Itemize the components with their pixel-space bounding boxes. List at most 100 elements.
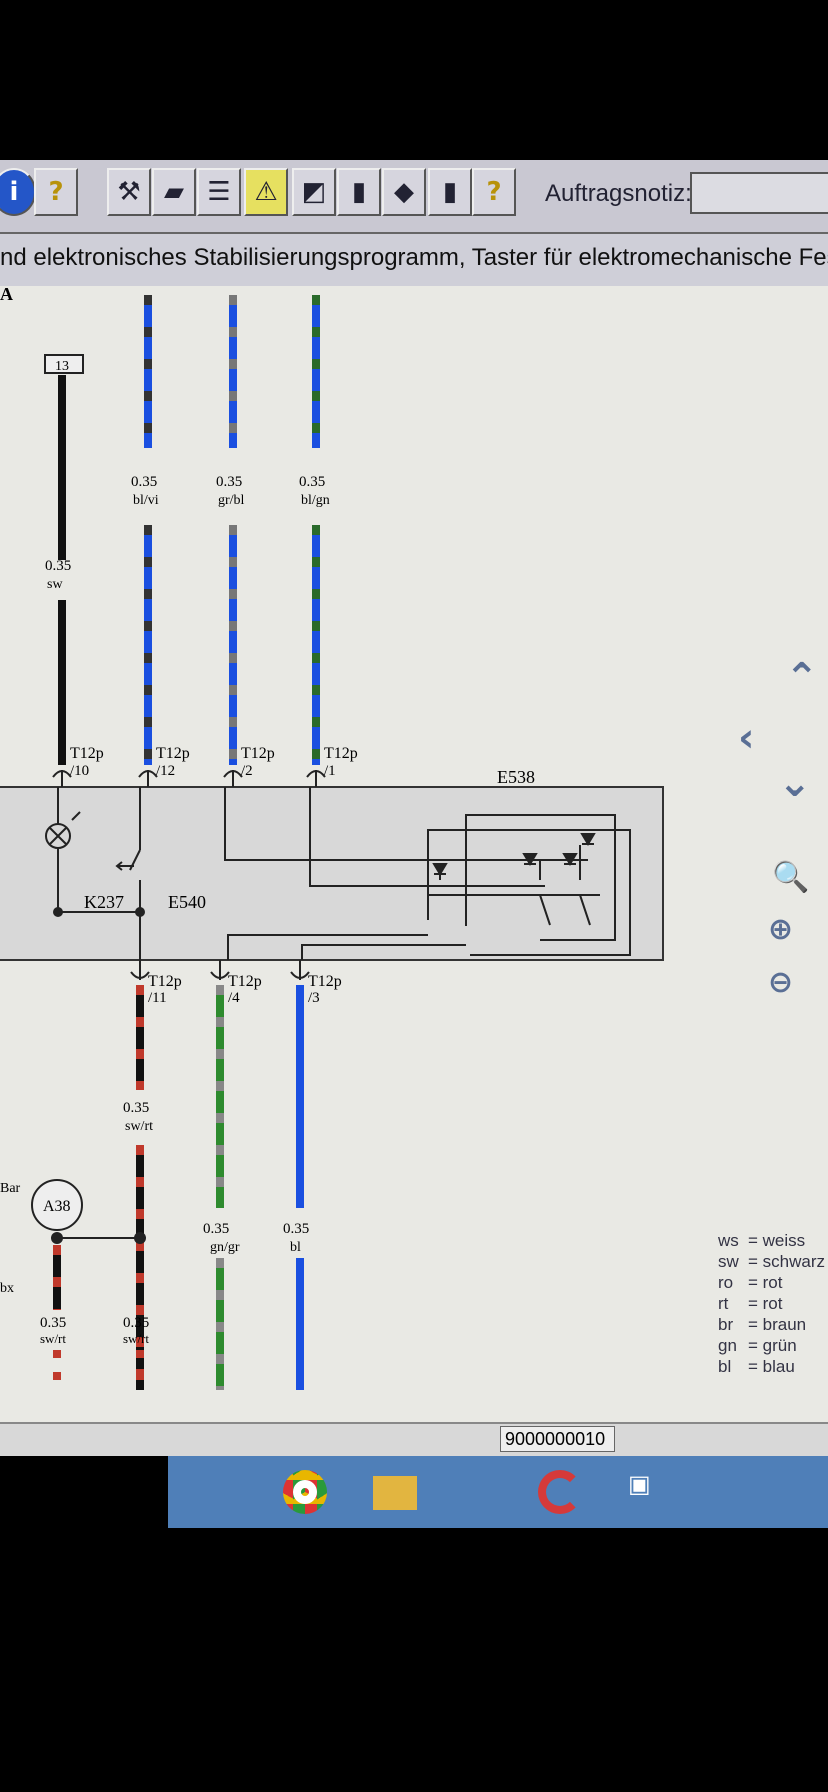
connector-label: T12p	[308, 973, 342, 990]
wire-size-label: 0.35	[123, 1100, 149, 1116]
e538-switch-network	[224, 787, 631, 960]
legend-meaning: = schwarz	[748, 1252, 825, 1271]
manual-button[interactable]: ▮	[428, 168, 472, 216]
connector-pin-number: /10	[70, 763, 89, 779]
diode-icon	[432, 863, 448, 876]
taskbar: ▣	[168, 1456, 828, 1528]
note-input[interactable]	[690, 172, 828, 214]
help-button[interactable]: ?	[34, 168, 78, 216]
folder-icon[interactable]	[373, 1476, 417, 1510]
connector-pin-icon	[290, 971, 310, 979]
car-button[interactable]: ◆	[382, 168, 426, 216]
legend-code: bl	[718, 1357, 732, 1376]
app-icon[interactable]	[538, 1470, 582, 1514]
scroll-left-button[interactable]: ‹	[738, 715, 755, 761]
legend-code: rt	[718, 1294, 729, 1313]
connector-label: T12p	[324, 745, 358, 762]
wire-color-label: bl/vi	[133, 493, 159, 508]
junction	[51, 1232, 63, 1244]
tray-icon[interactable]: ▣	[628, 1472, 651, 1498]
wire-color-label: gr/bl	[218, 493, 245, 508]
connector-label: T12p	[156, 745, 190, 762]
wire-size-label: 0.35	[203, 1221, 229, 1237]
wire-color-label: bl/gn	[301, 493, 330, 508]
connector-pin-icon	[210, 971, 230, 979]
question-doc-button[interactable]: ?	[472, 168, 516, 216]
wire-size-label: 0.35	[131, 474, 157, 490]
legend-meaning: = braun	[748, 1315, 807, 1334]
e538-label: E538	[497, 767, 535, 787]
legend-row: br = braun	[718, 1314, 825, 1335]
book-button[interactable]: ▰	[152, 168, 196, 216]
lamp-symbol	[45, 787, 141, 965]
left-label-bx: bx	[0, 1281, 14, 1296]
connector-label: T12p	[70, 745, 104, 762]
meter-button[interactable]: ◩	[292, 168, 336, 216]
junction	[134, 1232, 146, 1244]
connector-pin-icon	[130, 971, 150, 979]
ref-box	[44, 354, 84, 374]
a38-label: A38	[43, 1198, 71, 1215]
zoom-out-icon[interactable]: ⊖	[768, 965, 794, 1000]
scroll-up-button[interactable]: ⌃	[785, 655, 819, 701]
connector-label: T12p	[148, 973, 182, 990]
legend-code: br	[718, 1315, 734, 1334]
wire-size-label: 0.35	[299, 474, 325, 490]
legend-meaning: = weiss	[748, 1231, 806, 1250]
wire-size-label: 0.35	[45, 558, 71, 574]
wire-size-label: 0.35	[216, 474, 242, 490]
battery-button[interactable]: ▮	[337, 168, 381, 216]
connector-pin-number: /3	[308, 990, 320, 1006]
legend-meaning: = blau	[748, 1357, 795, 1376]
a38-component	[31, 1179, 83, 1231]
legend-meaning: = rot	[748, 1273, 783, 1292]
legend-meaning: = grün	[748, 1336, 797, 1355]
k237-label: K237	[84, 892, 124, 912]
e540-label: E540	[168, 892, 206, 912]
connector-pin-number: /12	[156, 763, 175, 779]
chrome-icon[interactable]	[283, 1470, 327, 1514]
wire-color-label: bl	[290, 1240, 301, 1255]
list-button[interactable]: ☰	[197, 168, 241, 216]
diode-icon	[580, 833, 596, 846]
diode-icon	[562, 853, 578, 866]
legend-row: gn = grün	[718, 1335, 825, 1356]
diode-icon	[522, 853, 538, 866]
wire-color-label: sw/rt	[123, 1331, 149, 1346]
left-label-bar: Bar	[0, 1181, 21, 1196]
legend-code: gn	[718, 1336, 737, 1355]
order-number: 9000000010	[500, 1426, 615, 1452]
connector-pin-number: /1	[324, 763, 336, 779]
corner-label: A	[0, 286, 13, 304]
legend-code: sw	[718, 1252, 739, 1271]
info-button[interactable]: i	[0, 168, 36, 216]
wire-size-label: 0.35	[283, 1221, 309, 1237]
legend-meaning: = rot	[748, 1294, 783, 1313]
junction	[135, 907, 145, 917]
legend-row: ws = weiss	[718, 1230, 825, 1251]
legend-row: bl = blau	[718, 1356, 825, 1377]
note-label: Auftragsnotiz:	[545, 180, 692, 207]
wire-color-label: sw/rt	[40, 1331, 66, 1346]
zoom-icon[interactable]: 🔍	[772, 860, 810, 895]
warning-button[interactable]: ⚠	[244, 168, 288, 216]
scroll-down-button[interactable]: ⌄	[778, 760, 812, 806]
ref-13: 13	[55, 359, 69, 374]
connector-pin-number: /11	[148, 990, 167, 1006]
tools-button[interactable]: ⚒	[107, 168, 151, 216]
wire-color-label: sw/rt	[125, 1119, 153, 1134]
connector-label: T12p	[228, 973, 262, 990]
legend-row: ro= rot	[718, 1272, 825, 1293]
connector-pin-number: /4	[228, 990, 240, 1006]
status-bar: 9000000010	[0, 1422, 828, 1456]
wire-color-label: sw	[47, 577, 63, 592]
legend-code: ws	[718, 1231, 739, 1250]
wire-color-label: gn/gr	[210, 1240, 240, 1255]
zoom-in-icon[interactable]: ⊕	[768, 912, 794, 947]
wire-size-label: 0.35	[40, 1315, 66, 1331]
toolbar: i?⚒▰☰⚠◩▮◆▮? Auftragsnotiz:	[0, 160, 828, 234]
connector-pin-number: /2	[241, 763, 253, 779]
